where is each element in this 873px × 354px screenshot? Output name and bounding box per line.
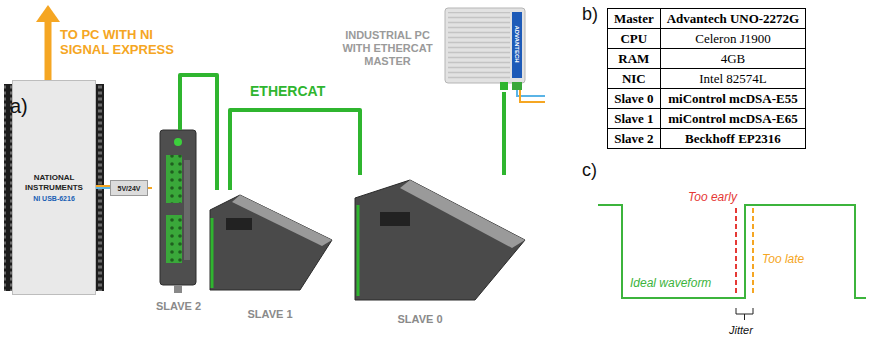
cable-connector xyxy=(148,187,152,189)
arrow-head xyxy=(36,5,60,22)
pc-case xyxy=(445,8,525,83)
converter-box: 5V/24V xyxy=(110,180,148,196)
node-label: SLAVE 2 xyxy=(156,300,201,312)
annotation: TO PC WITH NI SIGNAL EXPRESS xyxy=(60,28,180,58)
panel-label: b) xyxy=(582,4,598,25)
cable xyxy=(357,205,360,296)
table-cell: miControl mcDSA-E55 xyxy=(660,89,806,109)
table-cell: Slave 1 xyxy=(608,109,661,129)
table-cell: Intel 82574L xyxy=(660,69,806,89)
panel-label: c) xyxy=(582,160,597,181)
wire xyxy=(517,90,545,96)
cable-connector xyxy=(180,75,217,190)
table-cell: 4GB xyxy=(660,49,806,69)
late-edge xyxy=(752,208,754,296)
table-row: Slave 2Beckhoff EP2316 xyxy=(608,129,806,149)
table-cell: Advantech UNO-2272G xyxy=(660,9,806,29)
node-label: NI USB-6216 xyxy=(33,195,75,202)
bus-label: ETHERCAT xyxy=(250,83,325,99)
usb-arrow xyxy=(45,20,52,80)
table-cell: Slave 0 xyxy=(608,89,661,109)
terminal-block xyxy=(166,215,182,263)
drive-body xyxy=(355,180,525,300)
node-label: 5V/24V xyxy=(118,185,141,192)
industrial-pc: INDUSTRIAL PC WITH ETHERCAT MASTER xyxy=(335,5,530,92)
table-cell: Beckhoff EP2316 xyxy=(660,129,806,149)
table-row: CPUCeleron J1900 xyxy=(608,29,806,49)
table-cell: RAM xyxy=(608,49,661,69)
annotation: Too late xyxy=(762,252,804,266)
table-cell: Celeron J1900 xyxy=(660,29,806,49)
drive-body xyxy=(210,195,332,290)
annotation: Too early xyxy=(688,190,737,204)
table-row: Slave 0miControl mcDSA-E55 xyxy=(608,89,806,109)
spec-table: MasterAdvantech UNO-2272GCPUCeleron J190… xyxy=(607,8,806,149)
node-label: SLAVE 0 xyxy=(397,313,442,325)
table-cell: miControl mcDSA-E65 xyxy=(660,109,806,129)
table-cell: Master xyxy=(608,9,661,29)
drive-connector xyxy=(380,212,410,226)
panel-label: a) xyxy=(10,95,28,118)
led xyxy=(174,138,182,146)
terminal-strip xyxy=(184,160,190,260)
table-cell: CPU xyxy=(608,29,661,49)
jitter-bracket xyxy=(736,308,753,320)
drive-plate xyxy=(400,180,525,248)
terminal-plug xyxy=(174,285,182,293)
terminal-block xyxy=(166,155,182,203)
servo-drive: SLAVE 0 xyxy=(350,175,530,325)
table-row: NICIntel 82574L xyxy=(608,69,806,89)
table-cell: Slave 2 xyxy=(608,129,661,149)
pc-port xyxy=(512,82,522,90)
table-cell: NIC xyxy=(608,69,661,89)
node-label: INDUSTRIAL PC WITH ETHERCAT MASTER xyxy=(335,29,440,69)
node-label: SLAVE 1 xyxy=(247,308,292,320)
servo-drive: SLAVE 1 xyxy=(205,190,335,320)
ethercat-terminal: SLAVE 2 xyxy=(152,130,205,312)
table-row: MasterAdvantech UNO-2272G xyxy=(608,9,806,29)
annotation: Ideal waveform xyxy=(630,276,711,290)
brand-label: ADVANTECH xyxy=(514,24,520,64)
cable-connector xyxy=(230,110,360,190)
ideal-waveform xyxy=(598,205,866,298)
drive-connector xyxy=(226,218,252,230)
annotation: Jitter xyxy=(729,324,753,336)
cable-connector xyxy=(502,92,506,175)
table-row: RAM4GB xyxy=(608,49,806,69)
cable xyxy=(211,218,214,288)
pc-brand-strip xyxy=(512,12,522,78)
pc-port xyxy=(500,82,508,90)
wire xyxy=(96,187,110,189)
early-edge xyxy=(735,208,737,296)
cable-connector xyxy=(96,185,110,187)
table-row: Slave 1miControl mcDSA-E65 xyxy=(608,109,806,129)
pc-fins xyxy=(448,12,510,80)
node-label: NATIONAL INSTRUMENTS xyxy=(24,173,84,192)
wire xyxy=(520,90,545,102)
terminal-body xyxy=(160,130,196,285)
